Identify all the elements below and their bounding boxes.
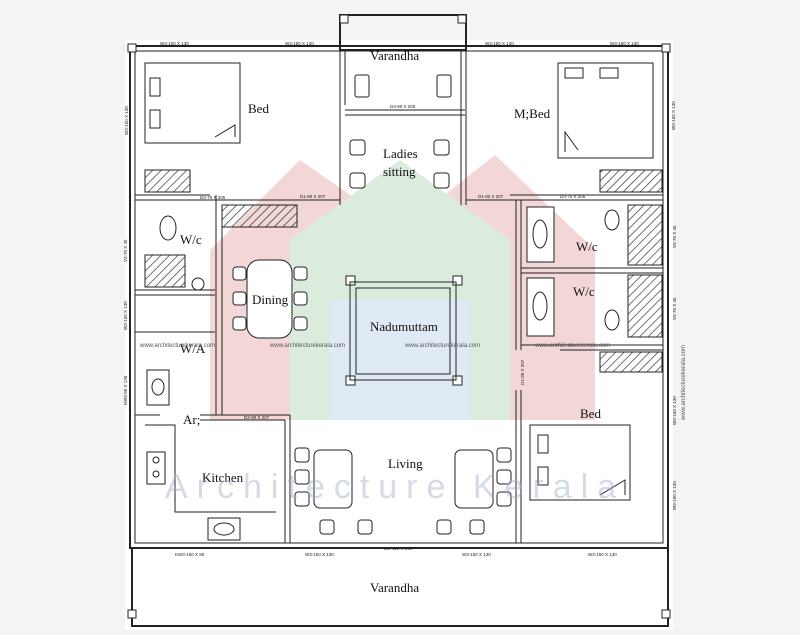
label-wa: W/A <box>180 341 206 356</box>
dim-d-wc-east: D3-75 X 205 <box>560 194 586 199</box>
dim-v-wc-east-2: V3-70 X 45 <box>672 297 677 320</box>
watermark-brand: Architecture Kerala <box>165 468 625 506</box>
label-bed-nw: Bed <box>248 101 269 116</box>
label-wc-west: W/c <box>180 232 202 247</box>
dim-w-living-bottom-2: W3-150 X 130 <box>462 552 491 557</box>
dim-d-mbed: D1-90 X 207 <box>478 194 504 199</box>
dim-w-se-east-1: W3-150 X 130 <box>672 396 677 425</box>
dim-w-living-bottom-1: W3-150 X 130 <box>305 552 334 557</box>
dim-d-kitchen: D3-90 X 207 <box>244 415 270 420</box>
living-seating <box>294 447 512 535</box>
dim-w-kitchen-bottom: KW3-150 X 90 <box>175 552 205 557</box>
watermark-url-east: www.architecturekerala.com <box>681 345 687 421</box>
dim-w-nw-top: W3-150 X 130 <box>160 41 189 46</box>
opening-labels: W3-150 X 130 W3-150 X 130 W3-150 X 130 W… <box>123 41 677 557</box>
wc-west-fixtures <box>159 215 205 291</box>
label-nadumuttam: Nadumuttam <box>370 319 438 334</box>
room-labels: Varandha Bed M;Bed Ladies sitting W/c W/… <box>180 48 601 595</box>
dim-w-ne-top-1: W3-150 X 130 <box>485 41 514 46</box>
dim-d-varandha: D3-90 X 205 <box>390 104 416 109</box>
watermark-url-right: www.architecturekerala.com <box>404 343 480 349</box>
label-varandha-bottom: Varandha <box>370 580 419 595</box>
label-kitchen: Kitchen <box>202 470 244 485</box>
dim-w-west-bed: W3-150 X 130 <box>124 106 129 135</box>
label-varandha-top: Varandha <box>370 48 419 63</box>
bed-se <box>529 424 631 501</box>
dim-w-wa: W3-150 X 130 <box>123 301 128 330</box>
dim-d-main: DD-120 X 205 <box>384 546 413 551</box>
dim-d-bed-nw: D1-90 X 207 <box>300 194 326 199</box>
watermark-url-mid: www.architecturekerala.com <box>269 343 345 349</box>
dim-v-wc-east-1: V3-70 X 45 <box>672 225 677 248</box>
bed-nw <box>144 62 241 144</box>
wardrobes <box>144 169 663 373</box>
watermark-url-far: www.architecturekerala.com <box>534 343 610 349</box>
dim-w-ne-top-2: W3-150 X 130 <box>610 41 639 46</box>
label-dining: Dining <box>252 292 289 307</box>
ladies-sitting-chairs <box>349 74 452 189</box>
label-living: Living <box>388 456 423 471</box>
dim-v-wc-west: V3-70 X 45 <box>123 239 128 262</box>
watermark-url-left: www.architecturekerala.com <box>139 343 215 349</box>
dim-d-wc-west: D3-75 X 205 <box>200 195 226 200</box>
outer-walls <box>129 14 669 627</box>
dim-w-ladies-top: W3-150 X 130 <box>285 41 314 46</box>
watermarks: www.architecturekerala.com www.architect… <box>139 343 687 506</box>
dim-w-se-east-2: W3-150 X 130 <box>672 481 677 510</box>
label-wc-east-2: W/c <box>573 284 595 299</box>
label-master-bed: M;Bed <box>514 106 551 121</box>
dim-w-bed-se-bottom: W3-150 X 130 <box>588 552 617 557</box>
kitchen-fixtures <box>145 369 276 541</box>
label-ar: Ar; <box>183 412 200 427</box>
wc-east-fixtures <box>526 206 620 337</box>
label-sitting: sitting <box>383 164 416 179</box>
bed-master <box>557 62 654 159</box>
label-bed-se: Bed <box>580 406 601 421</box>
nadumuttam-courtyard <box>349 281 457 381</box>
interior-walls <box>135 50 663 543</box>
dining-set <box>232 259 308 339</box>
dim-w-east-mbed: W3-150 X 130 <box>671 101 676 130</box>
dim-kw-kitchen: KW3-90 X 130 <box>123 375 128 405</box>
label-ladies: Ladies <box>383 146 418 161</box>
dim-d-bed-se: D1-90 X 207 <box>520 359 525 385</box>
label-wc-east-1: W/c <box>576 239 598 254</box>
